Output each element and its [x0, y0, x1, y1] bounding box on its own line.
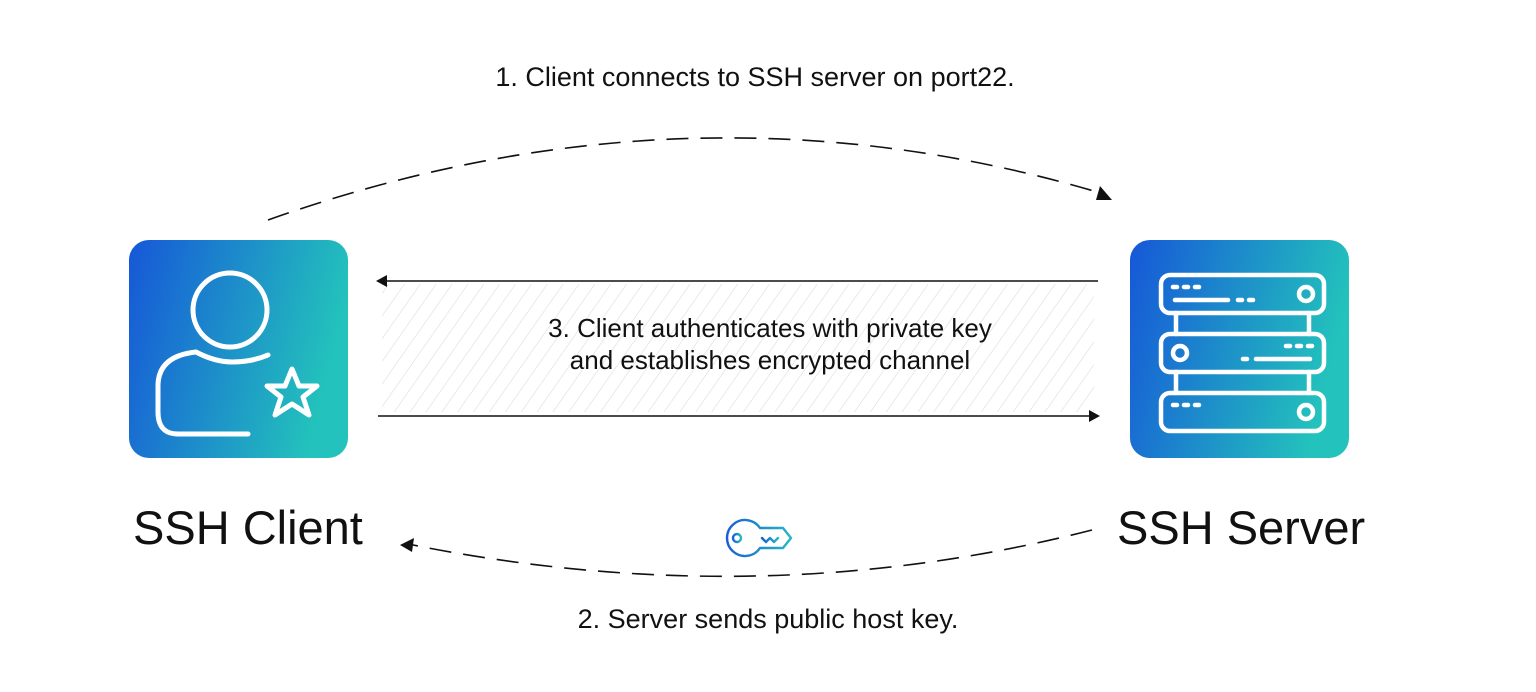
ssh-server-tile — [1130, 240, 1349, 458]
user-star-icon — [155, 270, 320, 437]
ssh-server-label: SSH Server — [1117, 501, 1366, 554]
key-icon — [725, 518, 793, 558]
server-stack-icon — [1158, 272, 1327, 434]
step1-label: 1. Client connects to SSH server on port… — [495, 62, 1015, 92]
arrow-step2-hostkey — [400, 529, 1093, 578]
encrypted-channel-hatch — [382, 284, 1094, 412]
ssh-client-label: SSH Client — [133, 501, 363, 554]
ssh-client-tile — [129, 240, 348, 458]
arrow-step3-client-to-server — [378, 410, 1100, 422]
arrow-step1-connect — [267, 137, 1112, 221]
step3-label: 3. Client authenticates with private key… — [390, 312, 1150, 376]
step3-line2: and establishes encrypted channel — [569, 345, 971, 375]
arrow-step3-server-to-client — [376, 275, 1098, 287]
step2-label: 2. Server sends public host key. — [577, 604, 959, 634]
step3-line1: 3. Client authenticates with private key — [548, 313, 992, 343]
